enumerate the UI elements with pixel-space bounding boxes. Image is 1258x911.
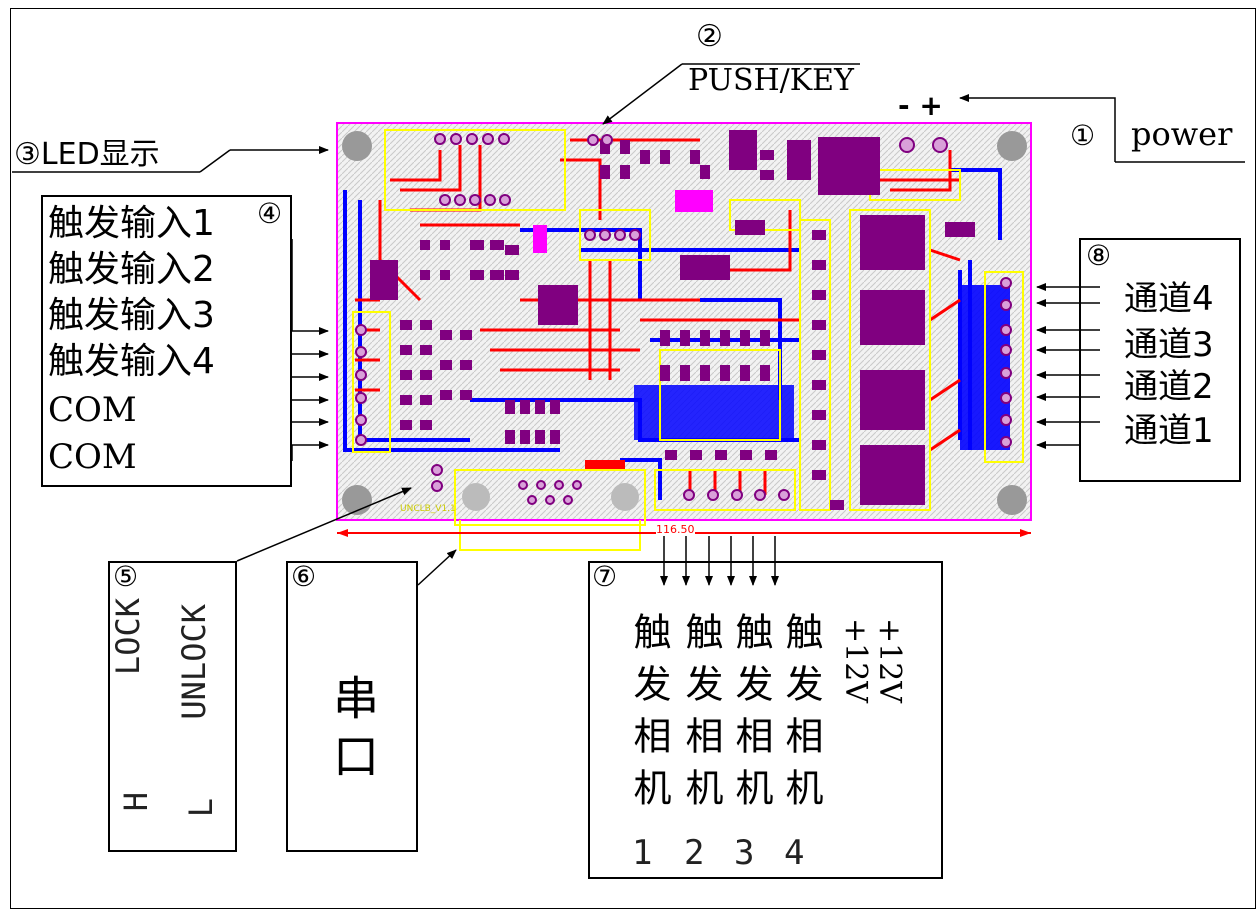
serial-box	[286, 561, 418, 852]
channel-box	[1079, 238, 1241, 482]
channel-3: 通道3	[1124, 325, 1214, 365]
com-label-1: COM	[48, 390, 137, 430]
power-polarity: - +	[898, 89, 943, 122]
mount-hole-tl	[342, 131, 372, 161]
camera-callout-number: ⑦	[592, 560, 618, 593]
camera-number-4: 4	[784, 833, 805, 873]
trigger-input-3: 触发输入3	[48, 295, 215, 336]
lock-level-h: H	[117, 792, 155, 812]
camera-number-3: 3	[734, 833, 755, 873]
camera-trigger-2: 触发相机	[679, 612, 723, 820]
trigger-input-box	[41, 195, 292, 487]
channel-1: 通道1	[1124, 411, 1214, 451]
trigger-input-4: 触发输入4	[48, 341, 215, 382]
serial-callout-number: ⑥	[291, 560, 317, 593]
camera-trigger-1: 触发相机	[627, 612, 671, 820]
unlock-level-l: L	[182, 798, 220, 818]
silkscreen	[352, 129, 1024, 551]
mount-hole-tr	[997, 131, 1027, 161]
supply-12v-b: +12V	[838, 618, 873, 703]
push-key-label: PUSH/KEY	[688, 63, 854, 98]
connector-pads	[355, 133, 1012, 505]
annotation-arrows	[12, 63, 1245, 586]
red-traces	[355, 138, 961, 495]
board-silk-version: UNCLB_V1.1	[400, 504, 456, 514]
serial-port-label: 串口	[326, 674, 380, 790]
db9-hole-right	[611, 483, 639, 511]
pcb-board	[336, 122, 1032, 551]
board-dimension: 116.50	[656, 523, 695, 536]
power-label: power	[1131, 115, 1233, 153]
trigger-input-callout-number: ④	[257, 197, 283, 230]
lock-box	[108, 561, 237, 852]
camera-trigger-4: 触发相机	[779, 612, 823, 820]
camera-number-1: 1	[632, 833, 653, 873]
led-display-label: ③LED显示	[14, 137, 160, 172]
push-key-callout-number: ②	[696, 19, 723, 54]
camera-number-2: 2	[684, 833, 705, 873]
channel-4: 通道4	[1124, 279, 1214, 319]
mount-hole-br	[997, 485, 1027, 515]
lock-text: LOCK	[109, 598, 147, 676]
db9-hole-left	[462, 483, 490, 511]
camera-trigger-box	[588, 561, 943, 879]
trigger-input-2: 触发输入2	[48, 249, 215, 290]
com-label-2: COM	[48, 437, 137, 477]
power-callout-number: ①	[1070, 119, 1096, 152]
lock-callout-number: ⑤	[113, 560, 139, 593]
drawing-frame	[10, 8, 1256, 909]
components	[370, 130, 975, 510]
channel-2: 通道2	[1124, 367, 1214, 407]
trigger-input-1: 触发输入1	[48, 203, 215, 244]
unlock-text: UNLOCK	[175, 604, 213, 720]
camera-trigger-3: 触发相机	[729, 612, 773, 820]
supply-12v-a: +12V	[872, 618, 907, 703]
channel-callout-number: ⑧	[1086, 239, 1112, 272]
